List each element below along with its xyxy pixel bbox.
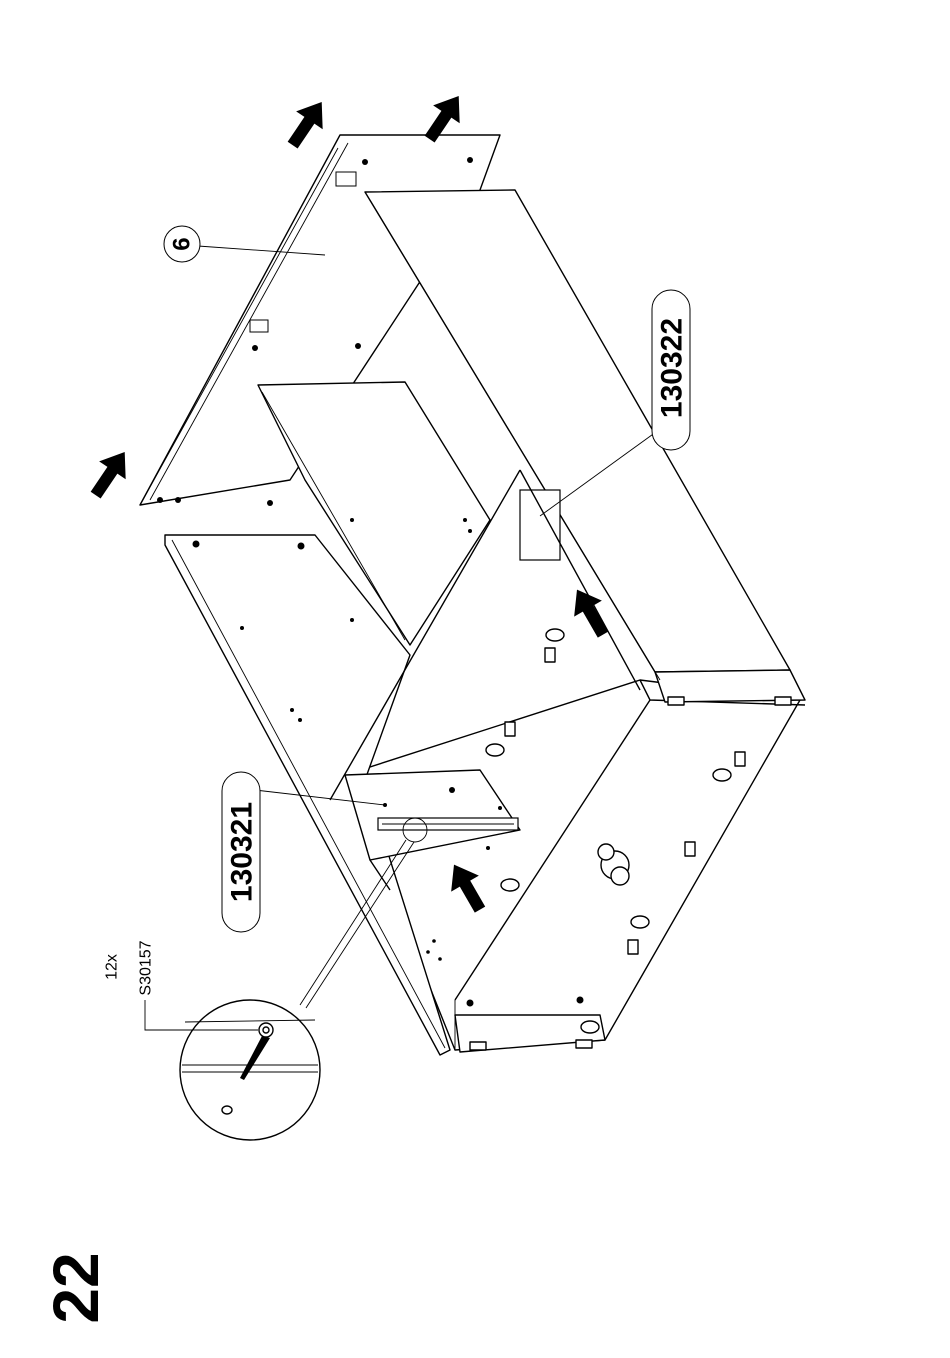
step-number: 22 (40, 1252, 112, 1323)
part-130321-text: 130321 (226, 802, 259, 902)
part-6-text: 6 (169, 237, 196, 250)
part-label-130322: 130322 (652, 290, 690, 450)
arrow-icon (279, 93, 335, 154)
part-130322-text: 130322 (656, 318, 689, 418)
hardware-quantity: 12x (104, 954, 121, 980)
part-label-130321: 130321 (222, 772, 260, 932)
hardware-code: S30157 (138, 940, 155, 995)
part-label-6: 6 (164, 226, 200, 262)
arrow-icon (82, 443, 138, 504)
